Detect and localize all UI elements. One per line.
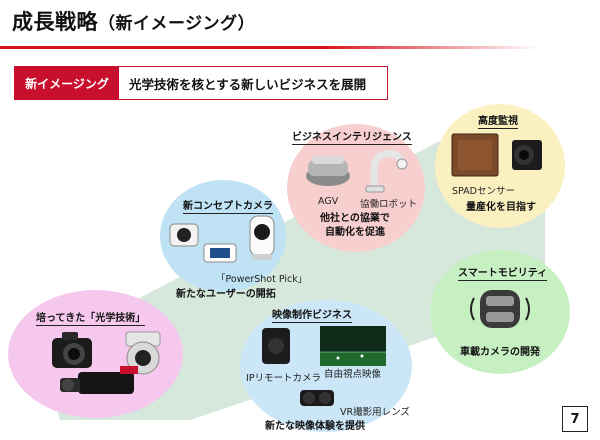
banner-message: 光学技術を核とする新しいビジネスを展開	[129, 76, 367, 92]
theme-banner: 新イメージング 光学技術を核とする新しいビジネスを展開	[14, 66, 388, 100]
optical-tech-label: 培ってきた「光学技術」	[36, 309, 146, 326]
business-intelligence-caption: 他社との協業で 自動化を促進	[320, 212, 390, 239]
ip-camera-label: IPリモートカメラ	[246, 373, 322, 384]
title-main: 成長戦略	[12, 10, 98, 34]
video-production-label: 映像制作ビジネス	[272, 306, 352, 323]
vr-lens-icon	[300, 390, 334, 406]
agv-robot-icon	[306, 150, 408, 193]
page-title: 成長戦略（新イメージング）	[12, 6, 255, 36]
ip-camera-icon	[262, 326, 386, 366]
surveillance-label: 高度監視	[478, 112, 518, 129]
concept-camera-caption: 新たなユーザーの開拓	[176, 289, 276, 300]
powershot-pick-icon	[169, 215, 275, 263]
agv-label: AGV	[318, 196, 339, 207]
car-icon	[470, 290, 530, 328]
smart-mobility-caption: 車載カメラの開発	[460, 347, 540, 358]
powershot-pick-name: 「PowerShot Pick」	[216, 274, 308, 285]
page-number: 7	[562, 406, 588, 432]
bi-caption-line2: 自動化を促進	[324, 226, 385, 238]
title-divider	[0, 46, 540, 49]
spad-sensor-label: SPADセンサー	[452, 186, 515, 197]
video-production-caption: 新たな映像体験を提供	[265, 421, 365, 432]
business-intelligence-bubble	[287, 124, 425, 252]
vr-lens-label: VR撮影用レンズ	[340, 407, 410, 418]
banner-tag: 新イメージング	[15, 67, 119, 99]
concept-camera-label: 新コンセプトカメラ	[183, 197, 273, 214]
business-intelligence-label: ビジネスインテリジェンス	[292, 128, 412, 145]
cobot-label: 協働ロボット	[360, 199, 418, 210]
surveillance-caption: 量産化を目指す	[466, 202, 536, 213]
title-sub: （新イメージング）	[98, 14, 256, 34]
free-viewpoint-label: 自由視点映像	[324, 369, 382, 380]
bi-caption-line1: 他社との協業で	[320, 213, 390, 224]
camera-lineup-icon	[52, 331, 161, 394]
spad-sensor-icon	[451, 133, 542, 177]
smart-mobility-label: スマートモビリティ	[458, 264, 548, 281]
